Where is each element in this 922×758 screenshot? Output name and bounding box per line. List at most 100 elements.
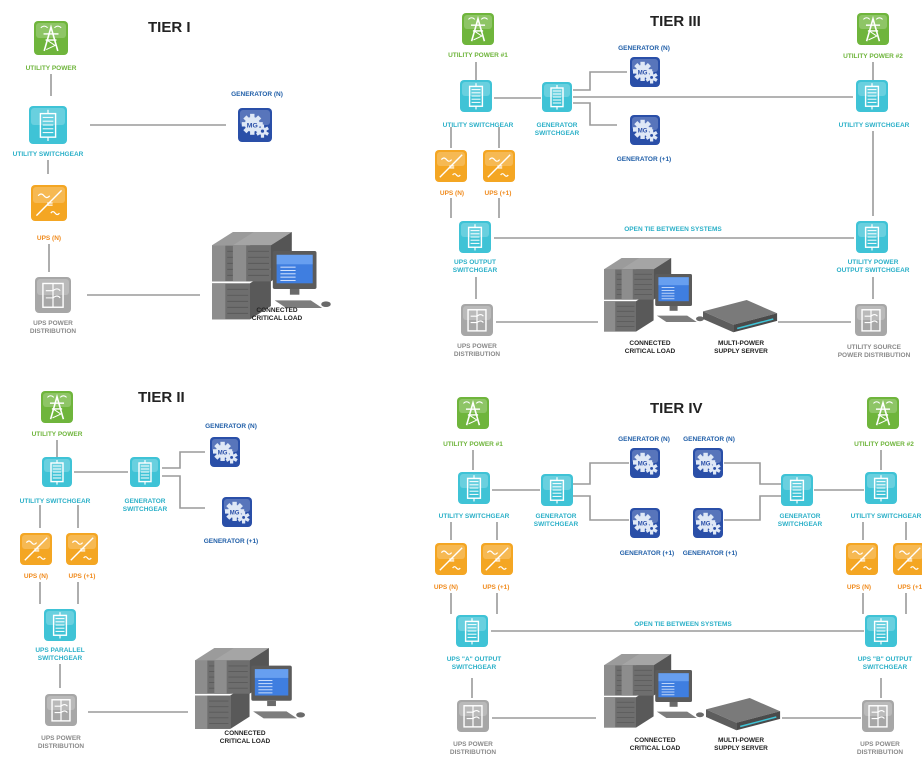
- switchgear-icon: [458, 472, 490, 504]
- tier4-utility-power-1-label: UTILITY POWER #1: [443, 441, 503, 448]
- tier3-utility-source-label: UTILITY SOURCE: [847, 344, 902, 351]
- tier4-generator-n-label: GENERATOR (N): [618, 436, 670, 443]
- tier3-utility-switchgear-left-label: UTILITY SWITCHGEAR: [443, 122, 514, 129]
- tier2-critical-load-label: CRITICAL LOAD: [220, 738, 271, 745]
- tier4-generator-switchgear-right-label: SWITCHGEAR: [778, 521, 823, 528]
- generator-icon: MG: [630, 57, 660, 87]
- tier3-utility-power-output-label: UTILITY POWER: [848, 259, 899, 266]
- tier3-ups-power-distribution-label: UPS POWER: [457, 343, 497, 350]
- tier3-ups-n-label: UPS (N): [440, 190, 464, 197]
- connector-line: [573, 71, 627, 91]
- ups-icon: [435, 543, 467, 575]
- generator-icon: MG: [693, 448, 723, 478]
- switchgear-icon: [42, 457, 72, 487]
- tier1-critical-load-label: CONNECTED: [256, 307, 297, 314]
- tier2-generator-switchgear-label: GENERATOR: [125, 498, 166, 505]
- tier4-multi-power-label: MULTI-POWER: [718, 737, 764, 744]
- tier1-utility-switchgear-label: UTILITY SWITCHGEAR: [13, 151, 84, 158]
- tier2-ups-power-distribution-label: DISTRIBUTION: [38, 743, 85, 750]
- computer-monitor-icon: [272, 251, 331, 308]
- tier2-utility-power-label: UTILITY POWER: [32, 431, 83, 438]
- tier1-title: TIER I: [148, 19, 191, 36]
- distribution-panel-icon: [45, 694, 77, 726]
- tier1-ups-power-distribution-label: DISTRIBUTION: [30, 328, 77, 335]
- tier4-ups-plus-right-label: UPS (+1): [898, 584, 922, 591]
- utility-tower-icon: [41, 391, 73, 423]
- distribution-panel-icon: [862, 700, 894, 732]
- tier4-generator-plus2-label: GENERATOR (+1): [683, 550, 737, 557]
- generator-badge: MG: [701, 521, 711, 527]
- tier4-critical-load-label: CONNECTED: [634, 737, 675, 744]
- tier1-generator-label: GENERATOR (N): [231, 91, 283, 98]
- ups-icon: [483, 150, 515, 182]
- tier3-utility-power-output-label: OUTPUT SWITCHGEAR: [837, 267, 910, 274]
- switchgear-icon: [130, 457, 160, 487]
- tier2-utility-switchgear-label: UTILITY SWITCHGEAR: [20, 498, 91, 505]
- switchgear-icon: [856, 80, 888, 112]
- tier2-ups-n-label: UPS (N): [24, 573, 48, 580]
- tier3-multi-power-label: MULTI-POWER: [718, 340, 764, 347]
- tier4-ups-n-right-label: UPS (N): [847, 584, 871, 591]
- tier3-ups-plus-label: UPS (+1): [485, 190, 512, 197]
- utility-tower-icon: [857, 13, 889, 45]
- tier3-multi-power-label: SUPPLY SERVER: [714, 348, 768, 355]
- tier4-generator-switchgear-left-label: GENERATOR: [536, 513, 577, 520]
- tier4-ups-a-output-label: SWITCHGEAR: [452, 664, 497, 671]
- server-rack-icon: [195, 648, 269, 729]
- tier3-critical-load-label: CRITICAL LOAD: [625, 348, 676, 355]
- switchgear-icon: [460, 80, 492, 112]
- switchgear-icon: [865, 615, 897, 647]
- switchgear-icon: [29, 106, 67, 144]
- tier4-multi-power-label: SUPPLY SERVER: [714, 745, 768, 752]
- tier2-generator-plus-label: GENERATOR (+1): [204, 538, 258, 545]
- tier4-ups-power-distribution-label: UPS POWER: [453, 741, 493, 748]
- tier4-generator-n2-label: GENERATOR (N): [683, 436, 735, 443]
- tier3-utility-source-label: POWER DISTRIBUTION: [838, 352, 911, 359]
- utility-tower-icon: [34, 21, 68, 55]
- server-rack-icon: [604, 258, 672, 332]
- connector-line: [724, 495, 781, 521]
- tier4-critical-load-label: CRITICAL LOAD: [630, 745, 681, 752]
- tier2-ups-power-distribution-label: UPS POWER: [41, 735, 81, 742]
- generator-icon: MG: [238, 108, 272, 142]
- multi-power-server-icon: [706, 698, 781, 731]
- tier4-utility-switchgear-right-label: UTILITY SWITCHGEAR: [851, 513, 922, 520]
- generator-badge: MG: [638, 521, 648, 527]
- generator-icon: MG: [693, 508, 723, 538]
- tier1-ups-label: UPS (N): [37, 235, 61, 242]
- tier4-generator-switchgear-left-label: SWITCHGEAR: [534, 521, 579, 528]
- tier3-generator-plus-label: GENERATOR (+1): [617, 156, 671, 163]
- tier4-ups-power-distribution-right-label: UPS POWER: [860, 741, 900, 748]
- switchgear-icon: [541, 474, 573, 506]
- generator-badge: MG: [247, 122, 258, 129]
- tier2-ups-parallel-label: SWITCHGEAR: [38, 655, 83, 662]
- tier4-generator-plus-label: GENERATOR (+1): [620, 550, 674, 557]
- tier4-utility-switchgear-left-label: UTILITY SWITCHGEAR: [439, 513, 510, 520]
- generator-icon: MG: [630, 508, 660, 538]
- tier4-utility-power-2-label: UTILITY POWER #2: [854, 441, 914, 448]
- generator-icon: MG: [630, 448, 660, 478]
- tier4-generator-switchgear-right-label: GENERATOR: [780, 513, 821, 520]
- tier3-utility-power-2-label: UTILITY POWER #2: [843, 53, 903, 60]
- tier3-title: TIER III: [650, 13, 701, 30]
- tier4-ups-a-output-label: UPS "A" OUTPUT: [447, 656, 502, 663]
- ups-icon: [481, 543, 513, 575]
- distribution-panel-icon: [35, 277, 71, 313]
- tier2-ups-parallel-label: UPS PARALLEL: [35, 647, 84, 654]
- ups-icon: [66, 533, 98, 565]
- tier4-open-tie-label: OPEN TIE BETWEEN SYSTEMS: [634, 621, 732, 628]
- switchgear-icon: [865, 472, 897, 504]
- tier2-ups-plus-label: UPS (+1): [69, 573, 96, 580]
- generator-badge: MG: [218, 450, 228, 456]
- generator-badge: MG: [638, 70, 648, 76]
- tier4-ups-plus-label: UPS (+1): [483, 584, 510, 591]
- tier3-generator-switchgear-label: SWITCHGEAR: [535, 130, 580, 137]
- tier1-ups-power-distribution-label: UPS POWER: [33, 320, 73, 327]
- ups-icon: [846, 543, 878, 575]
- tier1-critical-load-label: CRITICAL LOAD: [252, 315, 303, 322]
- generator-badge: MG: [230, 510, 240, 516]
- switchgear-icon: [459, 221, 491, 253]
- tier3-utility-power-1-label: UTILITY POWER #1: [448, 52, 508, 59]
- tier4-ups-n-label: UPS (N): [434, 584, 458, 591]
